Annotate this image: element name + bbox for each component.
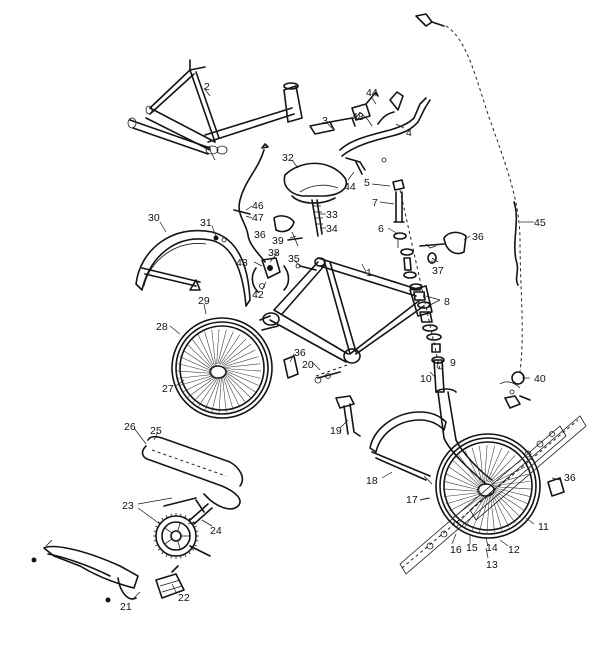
- headset-stack: [392, 179, 445, 371]
- callout-30: 30: [148, 212, 160, 224]
- front-axle-parts: [399, 415, 587, 575]
- callout-27: 27: [162, 383, 174, 395]
- callout-38: 38: [268, 247, 280, 259]
- callout-47: 47: [252, 212, 264, 224]
- callout-7: 7: [372, 197, 378, 209]
- callout-labels: 1 2 3 4 5 6 7 8 9 10 11 12 13 14 15 16 1…: [120, 81, 576, 613]
- callout-6: 6: [378, 223, 384, 235]
- callout-19: 19: [330, 425, 342, 437]
- callout-15: 15: [466, 542, 478, 554]
- callout-9: 9: [450, 357, 456, 369]
- callout-45: 45: [534, 217, 546, 229]
- callout-33: 33: [326, 209, 338, 221]
- callout-42: 42: [252, 289, 264, 301]
- callout-17: 17: [406, 494, 418, 506]
- callout-25: 25: [150, 425, 162, 437]
- callout-36-b: 36: [472, 231, 484, 243]
- callout-13: 13: [486, 559, 498, 571]
- kickstand: [335, 395, 361, 437]
- callout-29: 29: [198, 295, 210, 307]
- callout-4: 4: [406, 127, 412, 139]
- callout-3: 3: [322, 115, 328, 127]
- rear-wheel: [171, 317, 273, 419]
- callout-48: 48: [352, 111, 364, 123]
- chainguard: [31, 539, 139, 603]
- callout-36-d: 36: [564, 472, 576, 484]
- callout-36-a: 36: [254, 229, 266, 241]
- callout-5: 5: [364, 177, 370, 189]
- front-fork: [433, 359, 493, 485]
- callout-2: 2: [204, 81, 210, 93]
- crankset: [153, 497, 213, 559]
- callout-34: 34: [326, 223, 338, 235]
- callout-24: 24: [210, 525, 222, 537]
- callout-39: 39: [272, 235, 284, 247]
- callout-44-b: 44: [344, 181, 356, 193]
- front-fender: [369, 411, 447, 485]
- front-wheel: [435, 433, 541, 539]
- hub-drive-cluster: [499, 371, 531, 409]
- callout-21: 21: [120, 601, 132, 613]
- callout-43: 43: [236, 257, 248, 269]
- callout-44-a: 44: [366, 87, 378, 99]
- callout-26: 26: [124, 421, 136, 433]
- callout-10: 10: [420, 373, 432, 385]
- main-frame: [259, 257, 433, 364]
- callout-35: 35: [288, 253, 300, 265]
- chain: [141, 435, 244, 510]
- pedal: [155, 565, 185, 599]
- callout-40: 40: [534, 373, 546, 385]
- rear-fender: [135, 229, 251, 307]
- rear-brake-caliper: [251, 215, 303, 293]
- callout-22: 22: [178, 592, 190, 604]
- headlamp: [419, 231, 467, 264]
- callout-28: 28: [156, 321, 168, 333]
- saddle: [283, 162, 347, 237]
- callout-16: 16: [450, 544, 462, 556]
- callout-23: 23: [122, 500, 134, 512]
- callout-1: 1: [366, 267, 372, 279]
- speedometer-cable: [415, 13, 523, 373]
- callout-37: 37: [432, 265, 444, 277]
- callout-14: 14: [486, 542, 498, 554]
- brake-cable-rear: [233, 143, 269, 263]
- callout-32: 32: [282, 152, 294, 164]
- small-parts-left: [283, 263, 351, 384]
- callout-leaders: [131, 87, 561, 601]
- callout-18: 18: [366, 475, 378, 487]
- callout-11: 11: [538, 521, 549, 533]
- callout-12: 12: [508, 544, 520, 556]
- callout-20: 20: [302, 359, 314, 371]
- handlebar-assembly: [309, 91, 431, 175]
- callout-31: 31: [200, 217, 212, 229]
- callout-46: 46: [252, 200, 264, 212]
- callout-8: 8: [444, 296, 450, 308]
- callout-36-c: 36: [294, 347, 306, 359]
- frame-spare: [127, 59, 303, 161]
